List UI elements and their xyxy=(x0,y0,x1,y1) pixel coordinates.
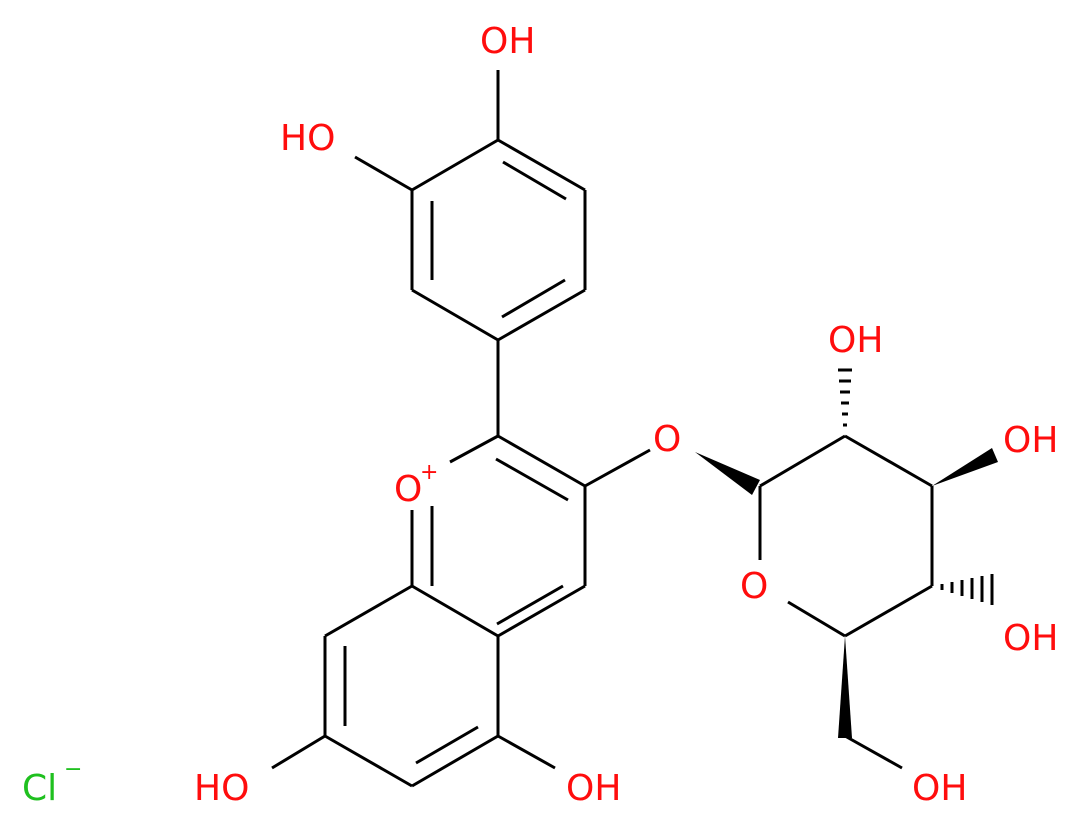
sugar-ch2oh-label: OH xyxy=(912,768,967,809)
hashed-bond-c4 xyxy=(940,574,994,605)
atom-labels: OH HO O + O O OH OH OH OH HO OH Cl − xyxy=(22,21,1058,809)
ho-meta-label: HO xyxy=(280,118,335,159)
sugar-oh-top-label: OH xyxy=(828,320,883,361)
sugar-oh-right-label: OH xyxy=(1003,420,1058,461)
oh-c5-label: OH xyxy=(566,768,621,809)
cation-charge-label: + xyxy=(420,460,438,485)
catechol-ring xyxy=(354,70,587,436)
chloride-label: Cl xyxy=(22,768,57,809)
hashed-bond-c2 xyxy=(838,368,852,427)
glycosidic-oxygen-label: O xyxy=(653,419,681,460)
ring-oxygen-cation-label: O xyxy=(394,469,422,510)
sugar-ring-oxygen-label: O xyxy=(740,566,768,607)
ho-c7-label: HO xyxy=(194,768,249,809)
oh-top-label: OH xyxy=(480,21,535,62)
benzo-ring xyxy=(271,584,556,788)
chloride-charge-label: − xyxy=(64,757,82,782)
sugar-oh-lower-right-label: OH xyxy=(1003,618,1058,659)
glucose-ring xyxy=(695,368,998,770)
pyrylium-ring xyxy=(410,434,651,638)
